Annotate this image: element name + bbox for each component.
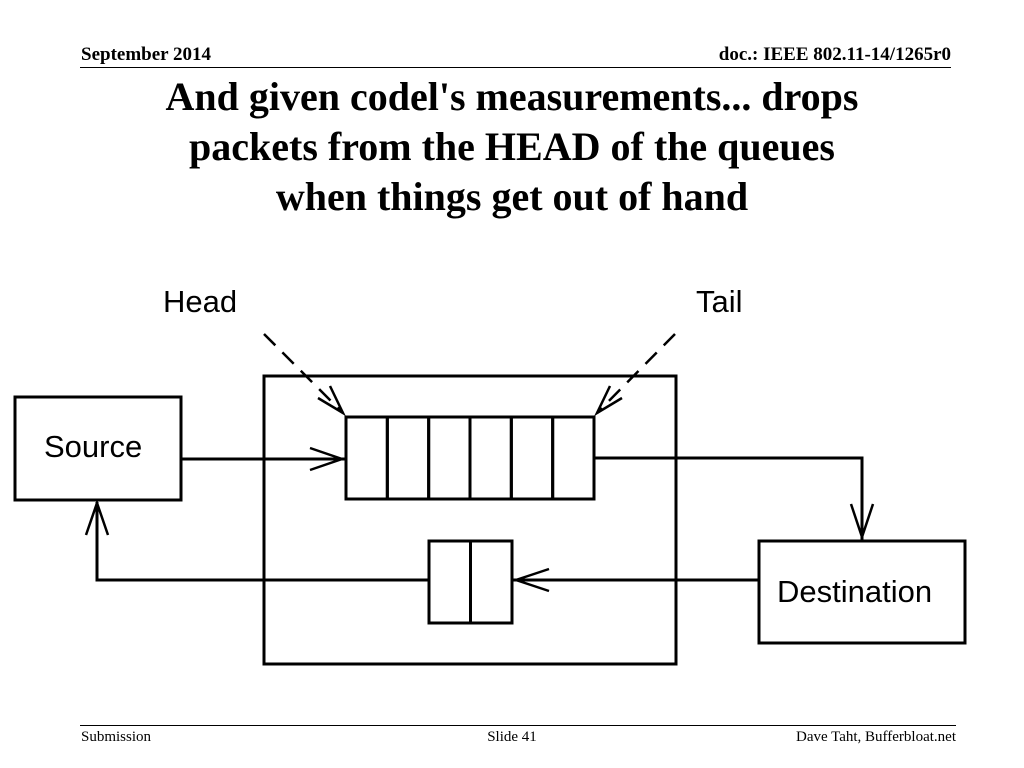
- forward-queue-slot: [344, 415, 389, 501]
- return-queue-slot: [469, 539, 514, 625]
- forward-queue-slot: [509, 415, 555, 501]
- footer-submission: Submission: [81, 729, 152, 745]
- forward-queue: [344, 415, 596, 501]
- forward-queue-slot: [427, 415, 472, 501]
- destination-label: Destination: [777, 574, 932, 609]
- slide-title: And given codel's measurements... drops …: [60, 72, 964, 222]
- source-label: Source: [44, 429, 142, 464]
- header-divider: [80, 67, 951, 68]
- header-doc-id: doc.: IEEE 802.11-14/1265r0: [718, 44, 951, 65]
- forward-queue-slot: [551, 415, 596, 501]
- queue-to-destination-line: [594, 456, 864, 540]
- forward-queue-slot: [385, 415, 431, 501]
- tail-pointer-line: [596, 333, 676, 414]
- footer-author: Dave Taht, Bufferbloat.net: [795, 729, 956, 745]
- return-to-source-line: [95, 502, 429, 582]
- return-queue-slot: [427, 539, 472, 625]
- header-date: September 2014: [81, 44, 211, 65]
- tail-label: Tail: [696, 284, 743, 319]
- router-box: [262, 374, 678, 666]
- slide-title-line-1: And given codel's measurements... drops: [165, 74, 859, 119]
- head-pointer-line: [263, 333, 344, 414]
- queue-to-destination-arrowhead: [849, 503, 875, 541]
- source-to-queue-arrowhead: [309, 446, 346, 472]
- slide-title-line-2: packets from the HEAD of the queues: [189, 124, 835, 169]
- tail-pointer-arrowhead: [594, 385, 623, 417]
- slide-title-line-3: when things get out of hand: [275, 174, 749, 219]
- destination-to-return-arrowhead: [512, 567, 550, 593]
- head-pointer-arrowhead: [317, 385, 346, 417]
- head-label: Head: [163, 284, 237, 319]
- source-box: [13, 395, 183, 502]
- footer-divider: [80, 725, 956, 726]
- return-to-source-arrowhead: [84, 499, 110, 536]
- destination-box: [757, 539, 967, 645]
- footer-slide-number: Slide 41: [487, 729, 537, 745]
- forward-queue-slot: [468, 415, 513, 501]
- return-queue: [427, 539, 514, 625]
